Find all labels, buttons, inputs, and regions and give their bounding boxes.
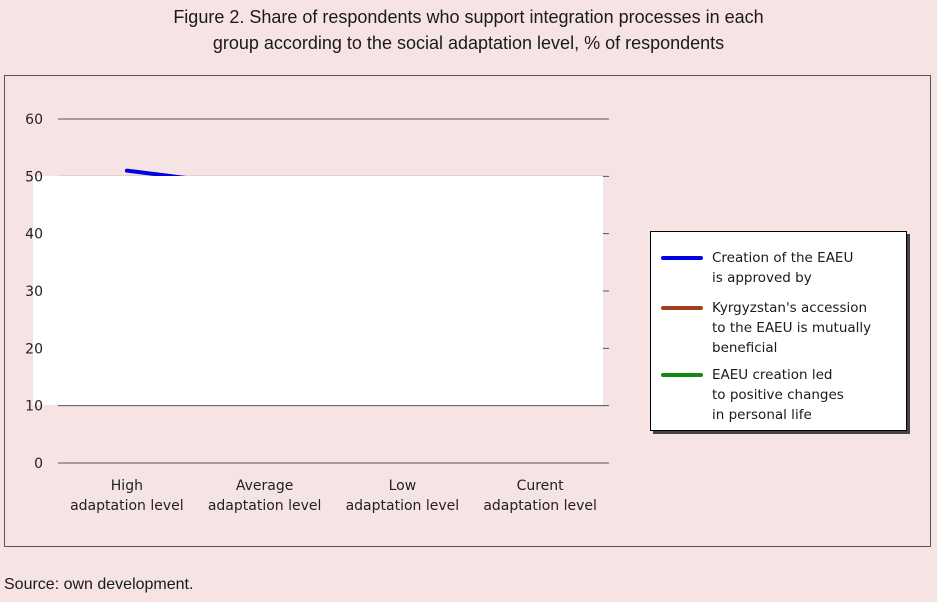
source-note: Source: own development. <box>4 576 194 593</box>
figure-title-line-2: group according to the social adaptation… <box>212 33 725 53</box>
y-axis-ticks: 0 10 20 30 40 50 60 <box>25 112 43 472</box>
y-tick-label: 30 <box>25 284 43 300</box>
figure-title-line-1: Figure 2. Share of respondents who suppo… <box>173 7 764 27</box>
y-tick-label: 0 <box>34 456 43 472</box>
legend-swatch <box>661 373 703 377</box>
legend-swatch <box>661 306 703 310</box>
y-tick-label: 50 <box>25 169 43 185</box>
y-tick-label: 40 <box>25 227 43 243</box>
legend: Creation of the EAEU is approved by Kyrgy… <box>650 231 907 431</box>
legend-swatch <box>661 256 703 260</box>
y-tick-label: 20 <box>25 341 43 357</box>
legend-label: EAEU creation led to positive changes in… <box>712 367 844 423</box>
legend-label: Kyrgyzstan's accession to the EAEU is mu… <box>712 300 872 356</box>
y-tick-label: 60 <box>25 112 43 128</box>
legend-label: Creation of the EAEU is approved by <box>712 250 854 286</box>
figure-title: Figure 2. Share of respondents who suppo… <box>0 4 937 56</box>
y-tick-label: 10 <box>25 399 43 415</box>
occluding-white-overlay <box>33 176 603 405</box>
